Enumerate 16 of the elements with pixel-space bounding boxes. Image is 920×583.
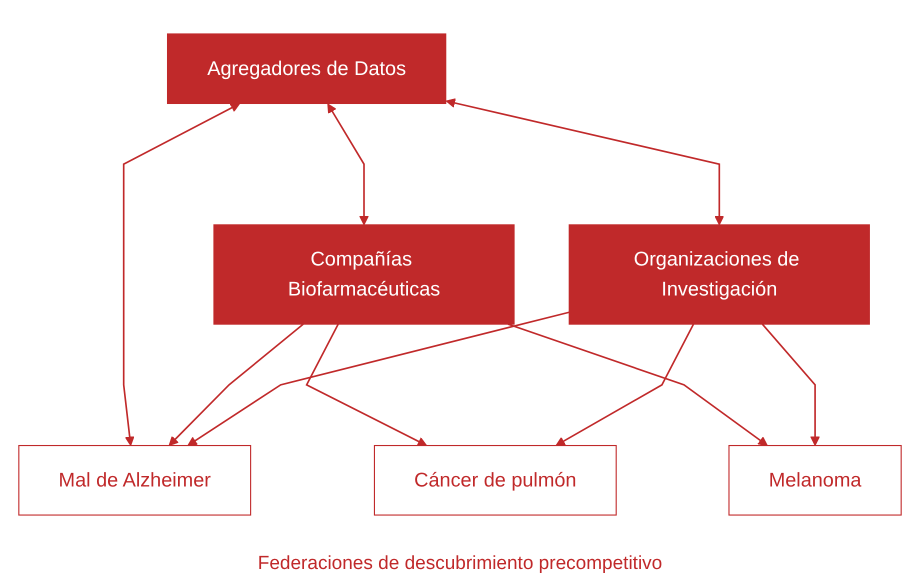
arrow [446, 98, 724, 226]
arrow [168, 324, 304, 446]
node-box: Agregadores de Datos [166, 33, 446, 104]
arrow [762, 324, 820, 446]
node-box: Melanoma [728, 444, 902, 516]
node-box: Organizaciones de Investigación [568, 224, 870, 325]
arrow [306, 324, 428, 446]
node-box: Mal de Alzheimer [18, 444, 252, 516]
arrow [508, 323, 768, 446]
arrow [556, 324, 694, 446]
diagram-caption: Federaciones de descubrimiento precompetitivo [258, 553, 662, 575]
node-box: Compañías Biofarmacéuticas [213, 224, 515, 325]
node-box: Cáncer de pulmón [374, 444, 617, 516]
arrow [122, 103, 240, 446]
arrow [327, 103, 369, 226]
arrow [187, 311, 570, 446]
